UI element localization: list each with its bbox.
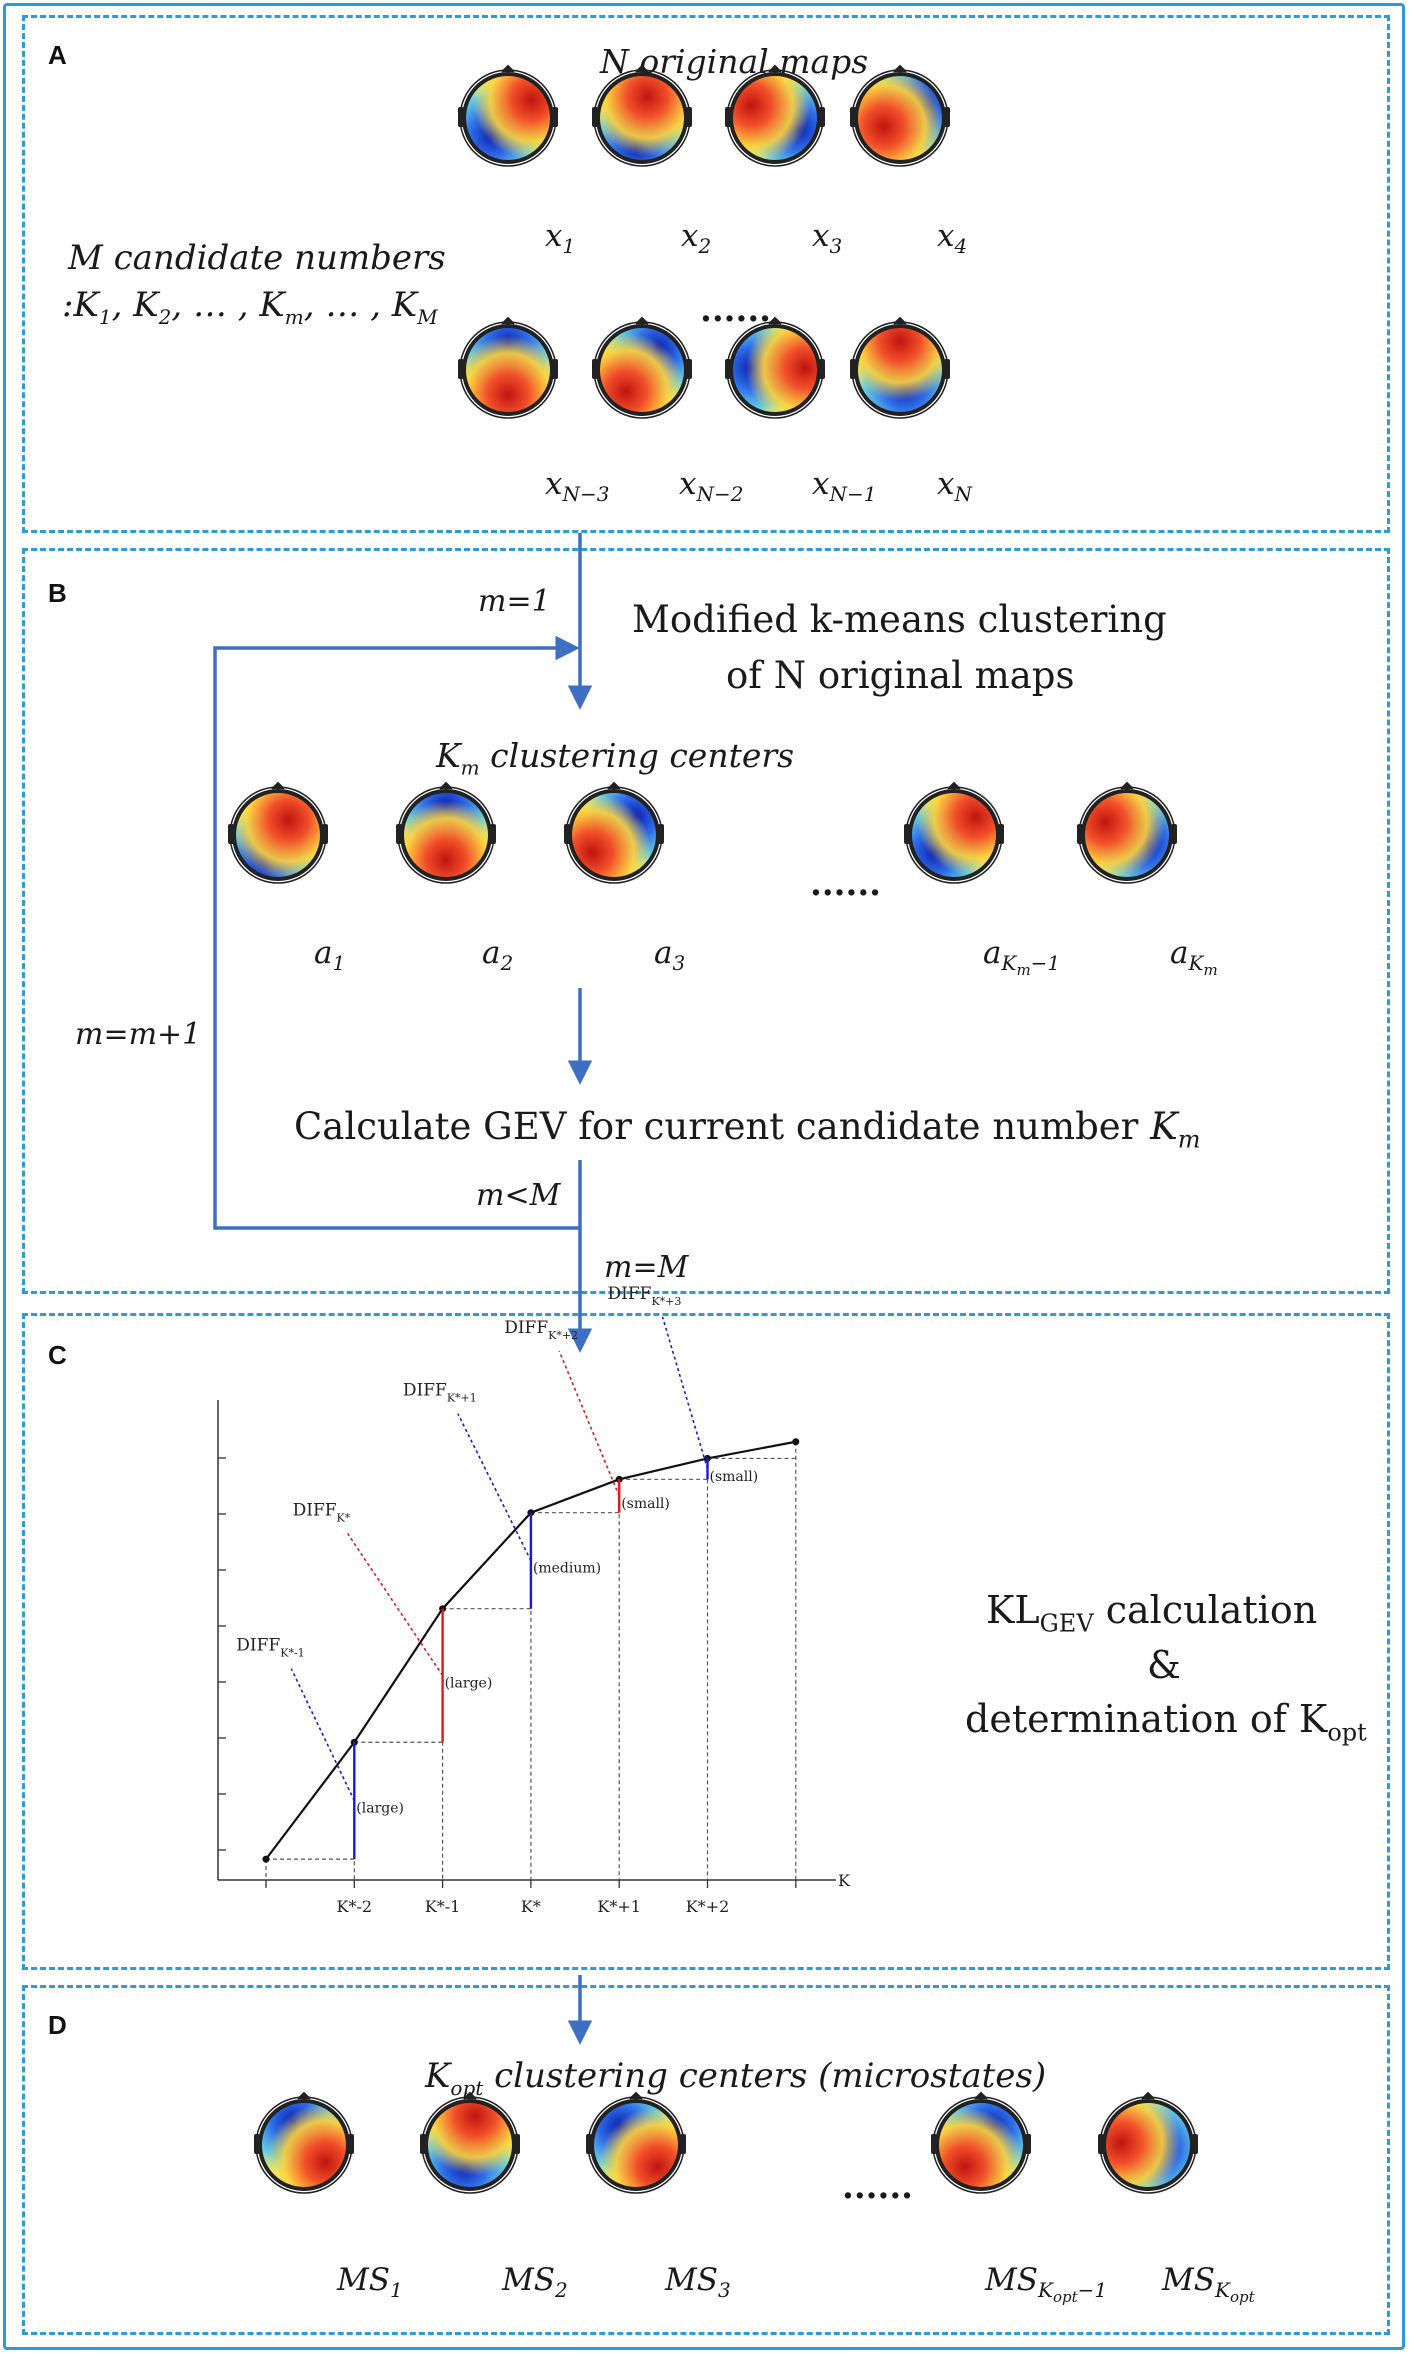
diff-size-label: (large) [445, 1675, 493, 1691]
head-akm1 [900, 779, 1008, 887]
kl-title: KLGEV calculation [986, 1588, 1318, 1638]
panel-d [22, 1985, 1390, 2335]
diff-pointer [558, 1350, 620, 1497]
map-caption-a3: a3 [654, 935, 686, 976]
map-caption-akm1: aKm−1 [983, 935, 1061, 980]
head-a2 [392, 779, 500, 887]
clustering-title-line2: of N original maps [726, 654, 1075, 697]
panel-d-label: D [48, 2010, 67, 2040]
head-xn2 [588, 314, 696, 422]
figure-frame [3, 3, 1405, 2350]
head-x3 [721, 62, 829, 170]
head-xn3 [454, 314, 562, 422]
x-tick-label: K*+2 [686, 1897, 730, 1916]
head-ms2 [416, 2089, 524, 2197]
kl-amp: & [1147, 1643, 1181, 1687]
kopt-title: determination of Kopt [965, 1697, 1367, 1747]
head-ms3 [582, 2089, 690, 2197]
head-mskopt [1094, 2089, 1202, 2197]
loop-arrow [213, 635, 580, 1230]
x-tick-label: K*-1 [425, 1897, 461, 1916]
map-caption-ms3: MS3 [665, 2262, 731, 2303]
map-caption-xn3: xN−3 [545, 466, 610, 507]
centers-title: Km clustering centers [436, 736, 795, 780]
map-caption-ms1: MS1 [337, 2262, 403, 2303]
head-a1 [224, 779, 332, 887]
map-caption-xn1: xN−1 [812, 466, 877, 507]
map-caption-x4: x4 [937, 218, 968, 259]
gev-step: Calculate GEV for current candidate numb… [294, 1105, 1201, 1154]
head-a3 [560, 779, 668, 887]
diff-size-label: (small) [621, 1496, 670, 1512]
diff-label: DIFFK*+2 [504, 1318, 578, 1342]
panel-a-label: A [48, 40, 67, 70]
gev-point [792, 1438, 800, 1446]
clustering-title-line1: Modified k-means clustering [632, 598, 1167, 641]
map-caption-xn2: xN−2 [679, 466, 744, 507]
map-caption-x1: x1 [545, 218, 576, 259]
map-caption-x3: x3 [812, 218, 843, 259]
diff-size-label: (large) [356, 1801, 404, 1817]
diff-pointer [661, 1316, 709, 1470]
microstates-title: Kopt clustering centers (microstates) [425, 2056, 1047, 2100]
panel-c-label: C [48, 1340, 67, 1370]
panel-a [22, 15, 1390, 533]
diff-label: DIFFK*+1 [403, 1381, 477, 1405]
x-tick-label: K*-2 [337, 1897, 373, 1916]
head-xn [846, 314, 954, 422]
diff-label: DIFFK*-1 [236, 1636, 304, 1660]
diff-pointer [346, 1533, 444, 1676]
map-caption-a1: a1 [314, 935, 346, 976]
diff-pointer [457, 1413, 532, 1562]
diff-label: DIFFK*+3 [608, 1284, 682, 1308]
x-tick-label: K*+1 [597, 1897, 641, 1916]
x-tick-label: K* [521, 1897, 541, 1916]
x-axis-label: K [838, 1871, 851, 1890]
map-caption-mskopt1: MSKopt−1 [985, 2262, 1108, 2307]
panel-d-ellipsis: ...... [842, 2167, 914, 2207]
gev-point [262, 1855, 270, 1863]
candidates-line1: M candidate numbers [68, 238, 446, 278]
map-caption-x2: x2 [681, 218, 712, 259]
panel-a-ellipsis: ...... [700, 290, 772, 330]
map-caption-mskopt: MSKopt [1162, 2262, 1255, 2307]
head-x4 [846, 62, 954, 170]
cond-equal-label: m=M [604, 1250, 689, 1285]
panel-c [22, 1313, 1390, 1970]
map-caption-ms2: MS2 [502, 2262, 568, 2303]
head-ms1 [250, 2089, 358, 2197]
diff-size-label: (small) [710, 1469, 759, 1485]
map-caption-xn: xN [937, 466, 972, 507]
candidates-line2: :K1, K2, … , Km, … , KM [62, 285, 438, 329]
head-akm [1073, 779, 1181, 887]
panel-b-label: B [48, 578, 67, 608]
cond-less-label: m<M [476, 1178, 561, 1213]
head-x1 [454, 62, 562, 170]
head-xn1 [721, 314, 829, 422]
head-mskopt1 [927, 2089, 1035, 2197]
head-x2 [588, 62, 696, 170]
map-caption-a2: a2 [482, 935, 514, 976]
diff-pointer [290, 1668, 356, 1802]
panel-b [22, 548, 1390, 1294]
diff-size-label: (medium) [533, 1561, 601, 1577]
diff-label: DIFFK* [293, 1500, 351, 1524]
init-label: m=1 [478, 584, 551, 619]
loop-label: m=m+1 [75, 1017, 202, 1052]
panel-b-ellipsis: ...... [810, 864, 882, 904]
map-caption-akm: aKm [1170, 935, 1218, 980]
